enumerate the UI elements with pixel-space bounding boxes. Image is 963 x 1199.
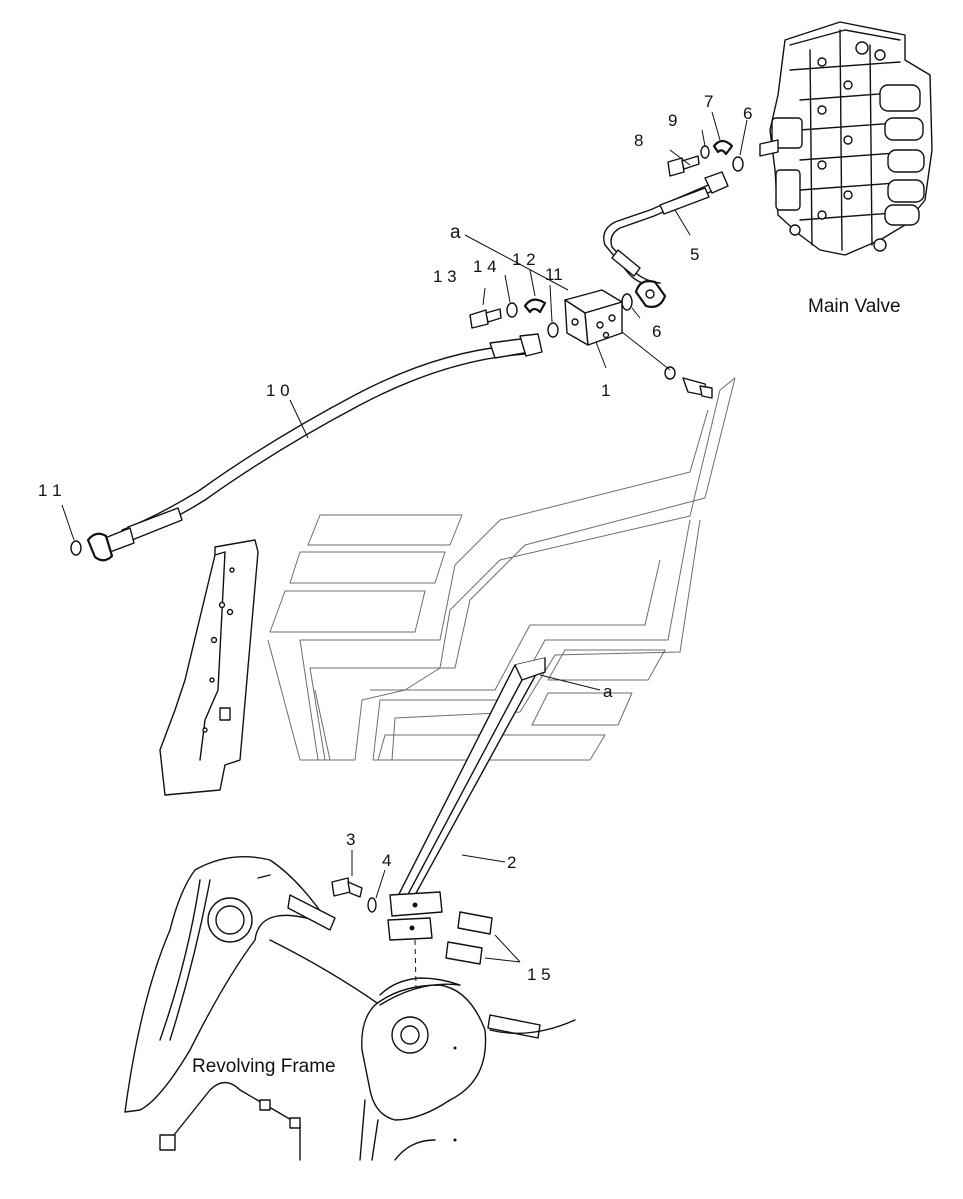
ref-a-mid-label: a [603,682,613,701]
part-14-washer [506,302,518,318]
background-watermark-outline [267,377,736,761]
callout-14: 1 4 [473,257,497,276]
callout-10: 1 0 [266,381,290,400]
part-15-pads [445,911,493,965]
part-3-bolt [331,877,363,898]
main-valve-illustration [759,21,933,256]
leader-lines [61,111,748,963]
callout-8: 8 [634,131,643,150]
part-6-o-ring-top [732,156,744,172]
text-labels: Main Valve Revolving Frame a a 1 2 3 4 5… [38,92,901,1077]
callout-11-left: 1 1 [38,481,62,500]
part-2-plate [387,657,546,1081]
part-13-bolt [469,308,502,329]
callout-6-top: 6 [743,104,752,123]
callout-5: 5 [690,245,699,264]
part-1-block [564,289,623,346]
part-12-clamp-half [523,298,547,314]
part-4-washer [367,897,377,913]
callout-9: 9 [668,111,677,130]
callout-1: 1 [601,381,610,400]
part-11-o-ring-mid [547,322,559,338]
revolving-frame-illustration [124,855,576,1161]
callout-12: 1 2 [512,250,536,269]
callout-7: 7 [704,92,713,111]
part-7-clamp-half [712,139,734,156]
callout-6-mid: 6 [652,322,661,341]
part-6-o-ring-mid [621,293,633,311]
callout-15: 1 5 [527,965,551,984]
part-8-bolt [667,155,700,177]
callout-11-mid: 11 [545,265,563,284]
part-5-hose [603,171,729,308]
block-mounting-bolt [664,366,713,399]
part-10-hose [86,333,543,562]
revolving-frame-label: Revolving Frame [192,1056,336,1077]
main-valve-label: Main Valve [808,296,901,317]
callout-13: 1 3 [433,267,457,286]
frame-bracket-plate [159,539,259,796]
part-9-washer [700,145,710,159]
part-11-o-ring-left [70,540,82,556]
callout-2: 2 [507,853,516,872]
callout-3: 3 [346,830,355,849]
callout-4: 4 [382,851,391,870]
ref-a-top-label: a [450,222,461,243]
